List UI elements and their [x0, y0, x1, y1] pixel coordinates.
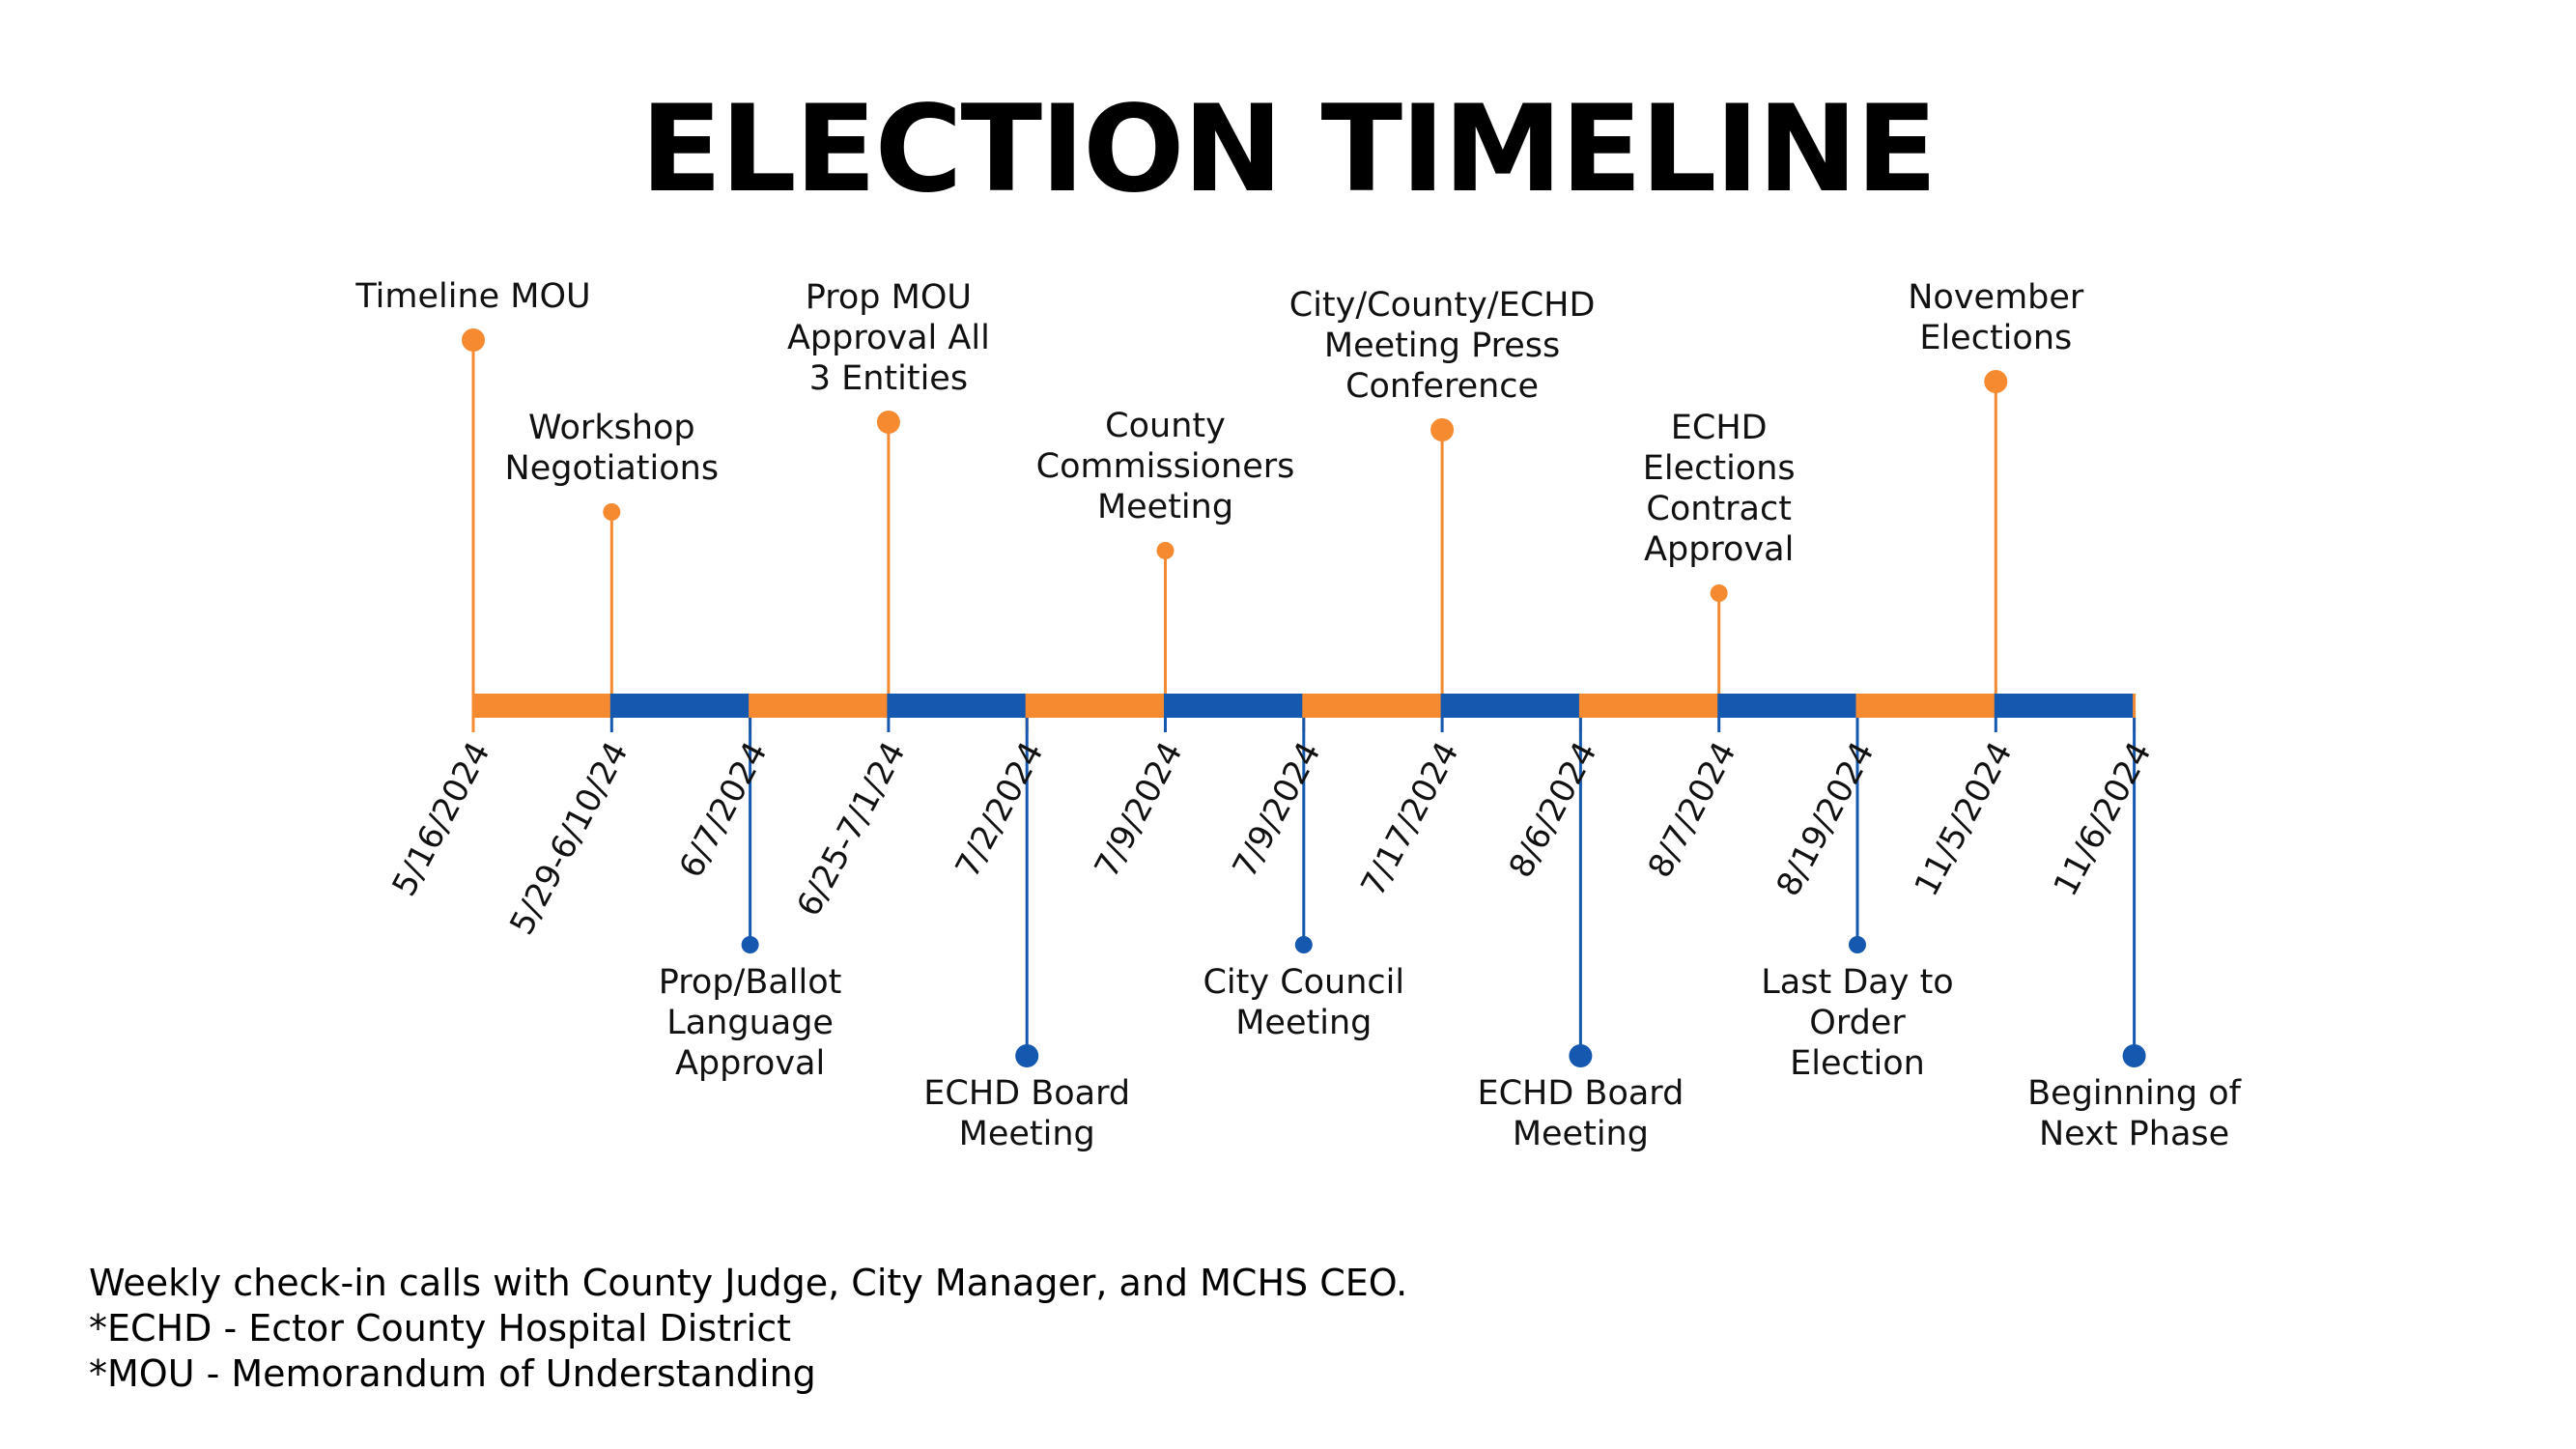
timeline-segment-2	[611, 694, 750, 718]
timeline-segment-4	[888, 694, 1028, 718]
event-marker-12	[1984, 370, 2008, 393]
event-marker-13	[2122, 1044, 2146, 1067]
event-label: City Council Meeting	[1203, 963, 1405, 1042]
event-marker-7	[1294, 936, 1313, 953]
event-label: Prop MOU Approval All 3 Entities	[786, 278, 990, 398]
event-marker-11	[1849, 936, 1866, 953]
event-label: ECHD Elections Contract Approval	[1642, 409, 1796, 569]
footnote-weekly-calls: Weekly check-in calls with County Judge,…	[89, 1262, 1408, 1304]
event-marker-1	[462, 328, 485, 352]
event-label: County Commissioners Meeting	[1035, 407, 1295, 526]
event-marker-2	[603, 503, 621, 521]
timeline-segment-8	[1442, 694, 1581, 718]
event-label: November Elections	[1908, 278, 2084, 357]
event-marker-9	[1569, 1044, 1593, 1067]
event-label: Beginning of Next Phase	[2027, 1074, 2242, 1153]
timeline-segment-5	[1027, 694, 1166, 718]
event-label: Timeline MOU	[355, 277, 591, 316]
event-label: Workshop Negotiations	[504, 409, 720, 488]
event-marker-4	[876, 411, 900, 434]
event-marker-8	[1430, 418, 1455, 441]
event-label: ECHD Board Meeting	[1477, 1074, 1684, 1153]
page-title: ELECTION TIMELINE	[640, 80, 1938, 219]
timeline-segment-11	[1857, 694, 1996, 718]
timeline-segment-7	[1303, 694, 1443, 718]
event-label: ECHD Board Meeting	[923, 1074, 1131, 1153]
event-label: Last Day to Order Election	[1761, 963, 1954, 1083]
timeline-segment-9	[1580, 694, 1719, 718]
event-label: City/County/ECHD Meeting Press Conferenc…	[1288, 286, 1596, 406]
timeline-segment-1	[473, 694, 612, 718]
timeline-segment-12	[1996, 694, 2135, 718]
footnote-mou-definition: *MOU - Memorandum of Understanding	[89, 1352, 816, 1395]
timeline-segment-10	[1718, 694, 1857, 718]
event-marker-6	[1156, 542, 1175, 559]
event-label: Prop/Ballot Language Approval	[658, 963, 842, 1083]
event-marker-3	[741, 936, 759, 953]
event-marker-5	[1015, 1044, 1039, 1067]
event-marker-10	[1710, 584, 1728, 602]
timeline-segment-6	[1165, 694, 1304, 718]
footnote-echd-definition: *ECHD - Ector County Hospital District	[89, 1307, 792, 1350]
footnotes: Weekly check-in calls with County Judge,…	[89, 1261, 1407, 1397]
timeline-segment-3	[750, 694, 889, 718]
